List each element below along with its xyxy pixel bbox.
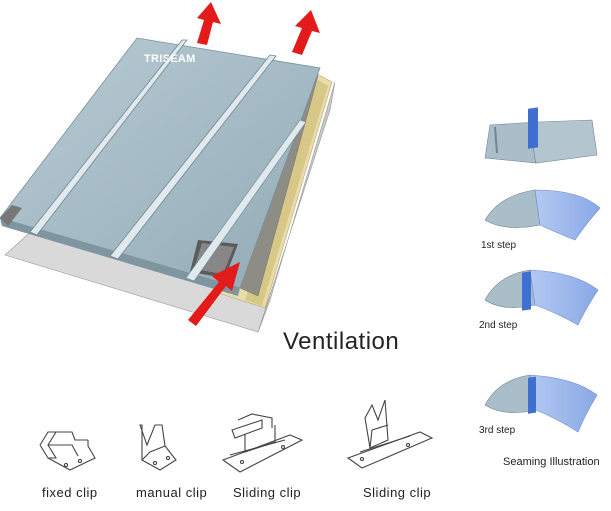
fixed-clip-drawing [39, 431, 96, 471]
seam-initial-drawing [484, 119, 598, 164]
clip-label-sliding-2: Sliding clip [363, 485, 432, 500]
seam-step-label-2: 2nd step [479, 320, 518, 331]
seam-step-2-drawing [484, 269, 599, 326]
seam-step-1-drawing [484, 107, 601, 241]
seam-rib-middle [109, 54, 277, 260]
seaming-caption: Seaming Illustration [503, 456, 600, 468]
seam-step-label-3: 3rd step [479, 425, 516, 436]
clip-label-sliding-1: Sliding clip [233, 485, 302, 500]
sliding-clip-1-drawing [221, 413, 304, 473]
arrow-out-left-icon [197, 2, 221, 45]
arrow-in-icon [188, 262, 240, 326]
airflow-arrows [188, 2, 320, 326]
seam-rib-left [29, 39, 188, 236]
brand-logo-text: TRISEAM [144, 53, 196, 65]
gravel-strip [0, 205, 22, 226]
seam-step-3-drawing [484, 374, 598, 433]
seam-rib-right [185, 119, 307, 282]
clip-label-manual: manual clip [136, 485, 208, 500]
diagram-title: Ventilation [283, 328, 400, 355]
manual-clip-drawing [139, 424, 177, 471]
clip-label-fixed: fixed clip [42, 485, 98, 500]
sliding-clip-2-drawing [346, 399, 434, 469]
roof-base-side [257, 81, 336, 333]
arrow-out-right-icon [292, 10, 320, 55]
seam-step-label-1: 1st step [481, 240, 517, 251]
roof-assembly [0, 37, 336, 333]
